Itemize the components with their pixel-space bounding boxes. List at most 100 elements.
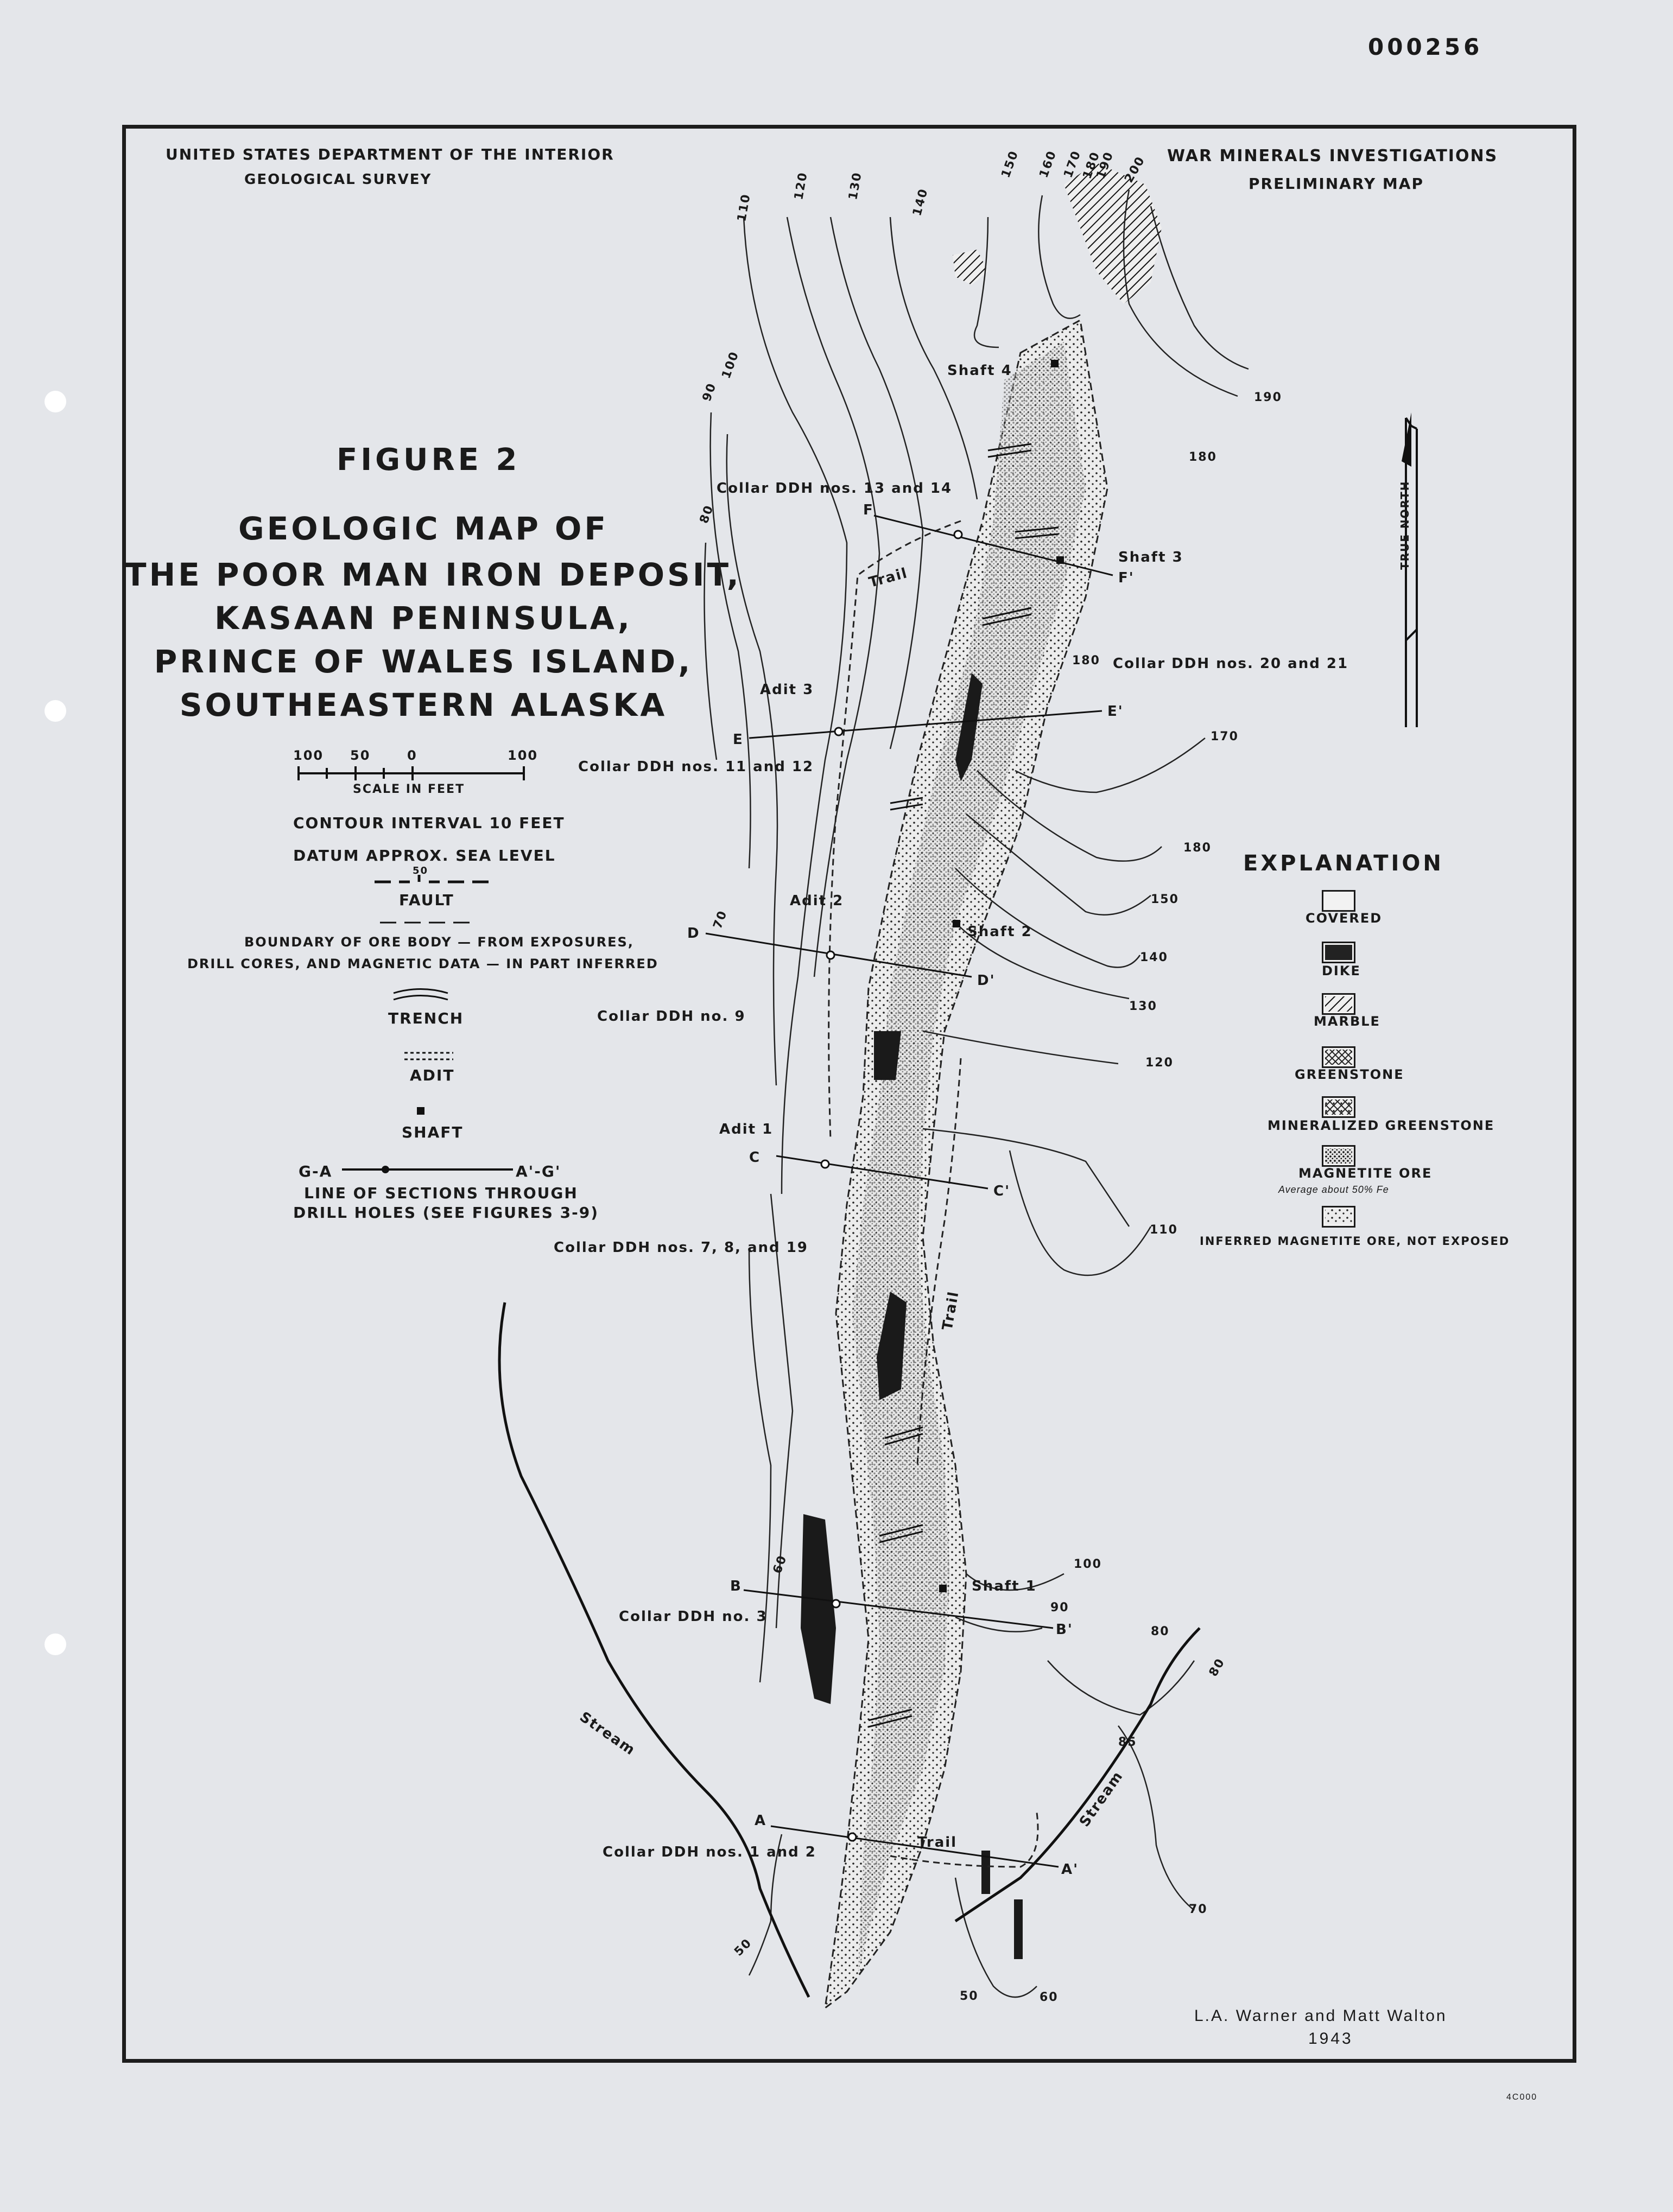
contour-value: 60 [1040,1991,1059,2004]
punch-hole [45,1633,66,1655]
contour-value: 90 [1050,1601,1069,1614]
fault-dip-label: 50 [413,865,429,876]
scale-bar-graphic [297,766,525,780]
section-left-label: G-A [299,1162,333,1180]
map-title-line1: GEOLOGIC MAP OF [238,510,609,547]
label-ddh-3: Collar DDH no. 3 [619,1609,768,1625]
stream [954,1627,1201,1923]
section-label-c: C [749,1149,761,1166]
legend-note-magnetite-ore: Average about 50% Fe [1278,1184,1389,1195]
page-id: 000256 [1368,34,1483,60]
marble-outcrop [1064,163,1162,304]
magnetite-swatch-fill [1325,1148,1352,1164]
contour-value: 50 [960,1989,979,2003]
adit-legend-label: ADIT [410,1066,455,1084]
explanation-heading: EXPLANATION [1243,851,1444,876]
punch-hole [45,700,66,722]
label-shaft3: Shaft 3 [1118,549,1183,565]
map-year: 1943 [1308,2030,1353,2048]
fault-legend-label: FAULT [399,891,454,909]
figure-number: FIGURE 2 [337,442,521,478]
section-label-f: F [863,502,874,518]
contour-value: 110 [1150,1223,1178,1237]
scale-tick-label: 50 [350,748,371,763]
boundary-legend-line1: BOUNDARY OF ORE BODY — FROM EXPOSURES, [244,935,634,950]
label-ddh-11-12: Collar DDH nos. 11 and 12 [578,759,814,775]
header-map-status: PRELIMINARY MAP [1249,175,1424,193]
contour-value: 140 [1140,951,1168,964]
scale-tick-label: 0 [407,748,417,763]
section-label-b: B [730,1578,742,1594]
section-label-d-prime: D' [977,972,996,989]
north-arrow-label: TRUE NORTH [1398,480,1411,570]
contour-value: 180 [1072,654,1100,668]
shaft-legend-label: SHAFT [402,1123,464,1141]
legend-label-magnetite-ore: MAGNETITE ORE [1298,1166,1433,1181]
adit-legend-symbol [404,1052,453,1060]
dike [955,673,983,781]
label-ddh-9: Collar DDH no. 9 [597,1008,746,1025]
label-adit2: Adit 2 [790,893,844,909]
section-label-e-prime: E' [1107,703,1124,720]
trench-legend-symbol [393,988,448,1001]
label-shaft1: Shaft 1 [972,1578,1037,1594]
contour-value: 150 [1151,893,1179,906]
header-program: WAR MINERALS INVESTIGATIONS [1167,147,1498,166]
trench-legend-label: TRENCH [388,1009,464,1027]
label-trail: Trail [917,1834,958,1851]
label-adit1: Adit 1 [719,1121,774,1137]
contour-value: 190 [1254,391,1282,404]
legend-label-marble: MARBLE [1314,1014,1380,1029]
greenstone-swatch-fill [1325,1050,1352,1065]
header-survey: GEOLOGICAL SURVEY [244,171,432,188]
fault-legend-symbol [375,875,489,883]
section-label-d: D [687,925,700,942]
section-label-c-prime: C' [993,1183,1011,1199]
north-arrow [1402,412,1418,727]
legend-label-covered: COVERED [1306,911,1383,926]
label-ddh-1-2: Collar DDH nos. 1 and 2 [603,1844,816,1860]
legend-label-mineralized-greenstone: MINERALIZED GREENSTONE [1268,1118,1495,1133]
shaft-legend-symbol [417,1107,424,1115]
contour-value: 180 [1189,450,1217,464]
legend-swatch-covered [1322,890,1355,912]
map-title-line5: SOUTHEASTERN ALASKA [179,687,668,723]
dike-swatch-fill [1325,945,1352,960]
contour-value: 180 [1183,841,1212,855]
boundary-legend-line2: DRILL CORES, AND MAGNETIC DATA — IN PART… [187,956,658,971]
legend-label-dike: DIKE [1322,963,1361,978]
section-lines [705,514,1113,1868]
section-legend-line2: DRILL HOLES (SEE FIGURES 3-9) [293,1204,599,1222]
contour-lines [704,189,1249,1998]
datum: DATUM APPROX. SEA LEVEL [293,847,556,865]
header-agency: UNITED STATES DEPARTMENT OF THE INTERIOR [166,145,614,163]
contour-value: 70 [1189,1903,1208,1916]
mineralized-swatch-fill [1325,1099,1352,1115]
label-shaft2: Shaft 2 [967,924,1032,940]
shafts [939,360,1064,1592]
dike [877,1292,907,1400]
map-title-line3: KASAAN PENINSULA, [214,600,632,637]
marble-swatch-fill [1325,996,1352,1012]
contour-value: 120 [1145,1056,1174,1070]
trail [828,520,961,1140]
map-frame [122,125,1576,2063]
contour-interval: CONTOUR INTERVAL 10 FEET [293,814,565,832]
map-title-line4: PRINCE OF WALES ISLAND, [154,643,693,680]
legend-label-greenstone: GREENSTONE [1295,1067,1404,1082]
trail [916,1058,962,1466]
footer-id: 4C000 [1506,2093,1538,2102]
dike [874,1031,901,1080]
contour-value: 85 [1118,1736,1137,1749]
stream [498,1302,810,1998]
dike [981,1851,990,1894]
trenches [868,443,1059,1728]
section-label-b-prime: B' [1056,1622,1073,1638]
section-label-e: E [733,732,744,748]
legend-label-inferred-ore: INFERRED MAGNETITE ORE, NOT EXPOSED [1200,1235,1510,1248]
section-label-a: A [755,1813,767,1829]
scale-caption: SCALE IN FEET [353,783,465,796]
map-title-line2: THE POOR MAN IRON DEPOSIT, [125,556,742,593]
section-legend-line1: LINE OF SECTIONS THROUGH [304,1184,578,1202]
